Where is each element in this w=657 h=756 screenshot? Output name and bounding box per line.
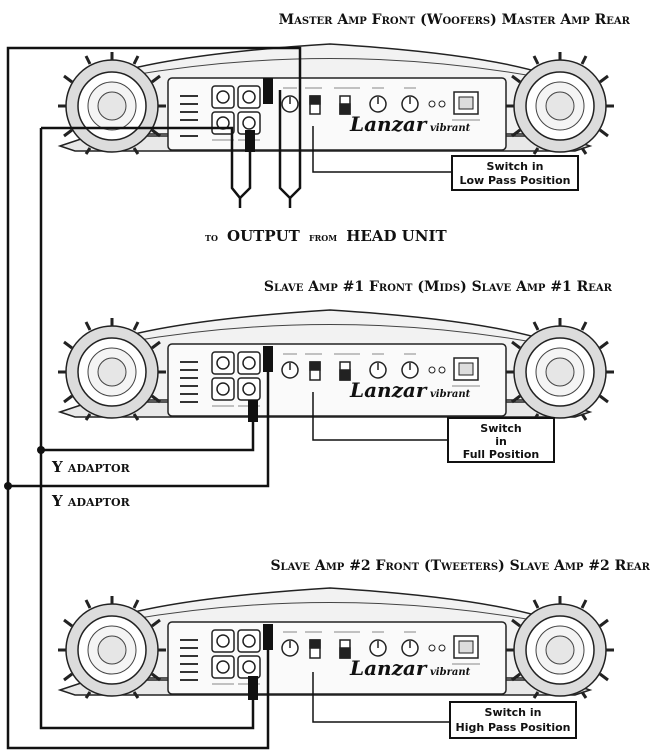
slave-amp-2-rca-plugs bbox=[248, 624, 273, 700]
master-amp: Master Amp Front (Woofers) Master Amp Re… bbox=[56, 12, 631, 191]
slave-amp-1-callout-line-1: Switch bbox=[480, 422, 521, 435]
head-unit-label-mid: from bbox=[309, 231, 337, 244]
master-amp-callout-box bbox=[451, 155, 579, 191]
y-adaptor-label-2: Y adaptor bbox=[51, 492, 131, 510]
slave-amp-1: Slave Amp #1 Front (Mids) Slave Amp #1 R… bbox=[56, 279, 616, 463]
master-amp-heading: Master Amp Front (Woofers) Master Amp Re… bbox=[279, 12, 631, 28]
slave-amp-1-subbrand: vibrant bbox=[430, 389, 471, 400]
master-amp-illustration bbox=[56, 42, 616, 156]
slave-amp-1-callout-line-3: Full Position bbox=[463, 448, 540, 461]
slave-amp-2-callout-line-1: Switch in bbox=[485, 706, 542, 719]
y-adaptor-wiring bbox=[6, 46, 302, 750]
slave-amp-2-callout-line-2: High Pass Position bbox=[456, 721, 571, 734]
slave-amp-2-heading: Slave Amp #2 Front (Tweeters) Slave Amp … bbox=[270, 558, 650, 574]
slave-amp-2-brand: Lanzar bbox=[349, 656, 428, 680]
head-unit-label-pre: to bbox=[205, 231, 218, 244]
slave-amp-2-subbrand: vibrant bbox=[430, 667, 471, 678]
head-unit-cables bbox=[230, 54, 302, 208]
slave-amp-1-rca-plugs bbox=[248, 346, 273, 422]
slave-amp-2-illustration bbox=[56, 586, 616, 700]
head-unit-label-end: HEAD UNIT bbox=[346, 227, 447, 245]
slave-amp-1-brand: Lanzar bbox=[349, 378, 428, 402]
slave-amp-1-callout-box bbox=[447, 417, 555, 463]
y-adaptor-junction-1 bbox=[37, 446, 45, 454]
slave-amp-1-heading: Slave Amp #1 Front (Mids) Slave Amp #1 R… bbox=[264, 279, 613, 295]
master-amp-callout-line-1: Switch in bbox=[487, 160, 544, 173]
master-rca-plugs bbox=[245, 78, 273, 152]
slave-amp-2-callout-leader bbox=[312, 672, 450, 723]
master-amp-brand: Lanzar bbox=[349, 112, 428, 136]
master-amp-subbrand: vibrant bbox=[430, 123, 471, 134]
slave-amp-1-callout-line-2: in bbox=[495, 435, 507, 448]
y-adaptor-label-1: Y adaptor bbox=[51, 458, 131, 476]
slave-amp-2: Slave Amp #2 Front (Tweeters) Slave Amp … bbox=[56, 558, 651, 739]
master-amp-callout-line-2: Low Pass Position bbox=[459, 174, 570, 187]
y-adaptor-junction-2 bbox=[4, 482, 12, 490]
head-unit-label: to OUTPUT from HEAD UNIT bbox=[205, 226, 447, 245]
master-amp-callout-leader bbox=[312, 126, 452, 173]
slave-amp-2-callout-box bbox=[449, 701, 577, 739]
slave-amp-1-illustration bbox=[56, 308, 616, 422]
slave-amp-1-callout-leader bbox=[312, 392, 448, 441]
head-unit-label-main: OUTPUT bbox=[227, 227, 301, 245]
